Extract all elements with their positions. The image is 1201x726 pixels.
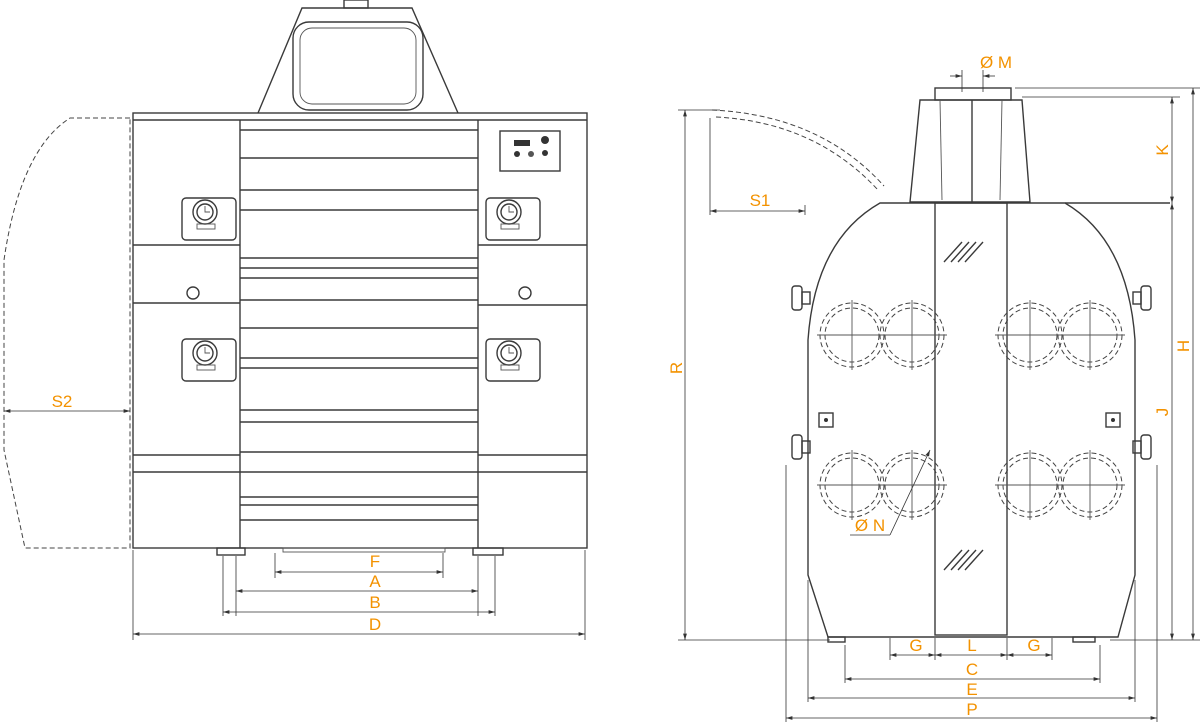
- feet: [216, 547, 504, 556]
- control-panel: [499, 130, 561, 172]
- hatch-line: [957, 241, 977, 263]
- hatch-line: [950, 549, 970, 571]
- roll-circle: [995, 450, 1065, 520]
- clock-knob-icon: [181, 338, 237, 382]
- knob-hand: [508, 347, 514, 354]
- handwheel-icon: [1132, 434, 1152, 460]
- dimension-label-E: E: [966, 680, 977, 699]
- dimension-label-J: J: [1153, 408, 1172, 417]
- roll-circle: [817, 450, 887, 520]
- knob-plate: [485, 197, 541, 241]
- handwheel-hub: [1132, 440, 1142, 454]
- dimension-label-S2: S2: [52, 392, 73, 411]
- dimension-label-M: Ø M: [980, 53, 1012, 72]
- side-view-dimensions: [678, 70, 1200, 722]
- handwheel-icon: [791, 285, 811, 311]
- handwheel-grip: [1140, 285, 1152, 311]
- side-body: [807, 202, 1136, 638]
- dimension-label-F: F: [370, 552, 380, 571]
- clock-knob-icon: [485, 197, 541, 241]
- dimension-label-C: C: [966, 660, 978, 679]
- dimension-label-P: P: [966, 700, 977, 719]
- dimension-label-S1: S1: [750, 191, 771, 210]
- dimension-label-D: D: [369, 615, 381, 634]
- knob-face: [196, 203, 214, 221]
- roll-circle: [995, 300, 1065, 370]
- hatch-line: [957, 549, 977, 571]
- handwheel-grip: [791, 285, 803, 311]
- knob-plate: [181, 338, 237, 382]
- handwheel-hub: [1132, 291, 1142, 305]
- handwheel-grip: [1140, 434, 1152, 460]
- side-handwheels: [791, 285, 1152, 460]
- dimension-label-N: Ø N: [855, 516, 885, 535]
- panel-dividers: [133, 244, 587, 473]
- dimension-label-A: A: [369, 572, 381, 591]
- front-view-dimensions: [3, 409, 586, 640]
- clock-knob-icon: [485, 338, 541, 382]
- roll-circle: [1055, 450, 1125, 520]
- knob-base: [196, 223, 216, 230]
- dimension-label-B: B: [369, 593, 380, 612]
- handwheel-icon: [791, 434, 811, 460]
- glass-hatch-top: [943, 241, 984, 263]
- roll-positions: [817, 300, 1125, 520]
- machine-body: [132, 112, 588, 549]
- knob-hand: [204, 206, 210, 213]
- hopper: [257, 0, 459, 114]
- side-view: S1 R Ø M K H J Ø N G L G C E P: [667, 53, 1200, 722]
- hatch-line: [950, 241, 970, 263]
- lid-swing-outline: [711, 109, 885, 191]
- inspection-ports: [818, 412, 1121, 428]
- roll-circle: [1055, 300, 1125, 370]
- handwheel-hub: [801, 440, 811, 454]
- roll-circle: [817, 300, 887, 370]
- knob-hand: [508, 206, 514, 213]
- side-feet: [827, 636, 1096, 643]
- center-door: [934, 202, 1008, 636]
- knob-hand: [204, 347, 210, 354]
- adjustment-knobs: [181, 197, 541, 382]
- dimension-label-G-left: G: [909, 636, 922, 655]
- door-swing-outline: [3, 117, 131, 549]
- hatch-line: [964, 241, 984, 263]
- knob-face: [500, 344, 518, 362]
- knob-plate: [181, 197, 237, 241]
- hatch-line: [964, 549, 984, 571]
- handwheel-grip: [791, 434, 803, 460]
- handwheel-icon: [1132, 285, 1152, 311]
- roll-covers: [240, 129, 478, 521]
- dimension-label-L: L: [967, 636, 976, 655]
- side-hopper: [909, 87, 1031, 203]
- knob-face: [500, 203, 518, 221]
- roll-circle: [877, 450, 947, 520]
- knob-plate: [485, 338, 541, 382]
- dimension-label-H: H: [1174, 340, 1193, 352]
- knob-face: [196, 344, 214, 362]
- roll-circle: [877, 300, 947, 370]
- clock-knob-icon: [181, 197, 237, 241]
- knob-base: [500, 223, 520, 230]
- glass-hatch-bottom: [943, 549, 984, 571]
- handwheel-hub: [801, 291, 811, 305]
- small-knob-left: [186, 286, 200, 300]
- small-knob-right: [518, 286, 532, 300]
- knob-base: [196, 364, 216, 371]
- hatch-line: [943, 549, 963, 571]
- dimension-label-G-right: G: [1027, 636, 1040, 655]
- knob-base: [500, 364, 520, 371]
- dimension-label-K: K: [1153, 144, 1172, 156]
- hatch-line: [943, 241, 963, 263]
- front-view: F A B D S2: [3, 0, 588, 640]
- dimension-label-R: R: [667, 362, 686, 374]
